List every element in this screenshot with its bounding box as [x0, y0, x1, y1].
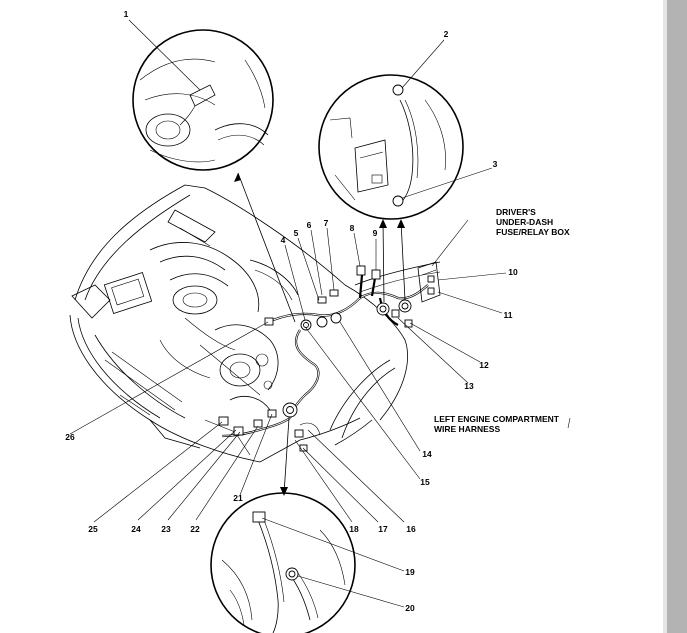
callout-16: 16	[406, 524, 416, 534]
fuse-box-label-line1: DRIVER'S	[496, 207, 536, 217]
callout-6: 6	[307, 220, 312, 230]
callout-2: 2	[444, 29, 449, 39]
callout-leaders	[69, 19, 571, 608]
callout-25: 25	[88, 524, 98, 534]
callout-19: 19	[405, 567, 415, 577]
callout-12: 12	[479, 360, 489, 370]
callout-13: 13	[464, 381, 474, 391]
callout-20: 20	[405, 603, 415, 613]
harness-label-line2: WIRE HARNESS	[434, 424, 500, 434]
wire-harness	[218, 265, 429, 452]
callout-11: 11	[504, 310, 513, 320]
scroll-gutter-edge	[663, 0, 667, 633]
callout-24: 24	[131, 524, 141, 534]
callout-9: 9	[373, 228, 378, 238]
callout-26: 26	[65, 432, 75, 442]
callout-5: 5	[294, 228, 299, 238]
bubble-leader-lines	[234, 172, 406, 496]
callout-3: 3	[493, 159, 498, 169]
callout-14: 14	[422, 449, 432, 459]
fuse-box-label-line2: UNDER-DASH	[496, 217, 553, 227]
fuse-box-label-line3: FUSE/RELAY BOX	[496, 227, 570, 237]
engine-bay	[103, 209, 299, 411]
callout-21: 21	[233, 493, 243, 503]
callout-1: 1	[124, 9, 129, 19]
detail-bubble-19-20	[210, 492, 356, 633]
car-body	[69, 184, 441, 463]
detail-bubble-1	[132, 29, 274, 171]
callout-17: 17	[378, 524, 388, 534]
text-labels: DRIVER'S UNDER-DASH FUSE/RELAY BOX LEFT …	[434, 207, 570, 434]
callout-numbers: 1 2 3 4 5 6 7 8 9 10 11 12 13 14 15 16 1…	[65, 9, 518, 613]
callout-4: 4	[281, 235, 286, 245]
harness-label-line1: LEFT ENGINE COMPARTMENT	[434, 414, 560, 424]
fuse-relay-box	[417, 261, 441, 303]
callout-8: 8	[350, 223, 355, 233]
callout-15: 15	[420, 477, 430, 487]
callout-10: 10	[508, 267, 518, 277]
scroll-gutter[interactable]	[667, 0, 687, 633]
wiring-diagram: 1 2 3 4 5 6 7 8 9 10 11 12 13 14 15 16 1…	[65, 9, 571, 633]
callout-18: 18	[349, 524, 359, 534]
detail-bubble-2-3	[318, 74, 464, 220]
callout-7: 7	[324, 218, 329, 228]
callout-23: 23	[161, 524, 171, 534]
callout-22: 22	[190, 524, 200, 534]
